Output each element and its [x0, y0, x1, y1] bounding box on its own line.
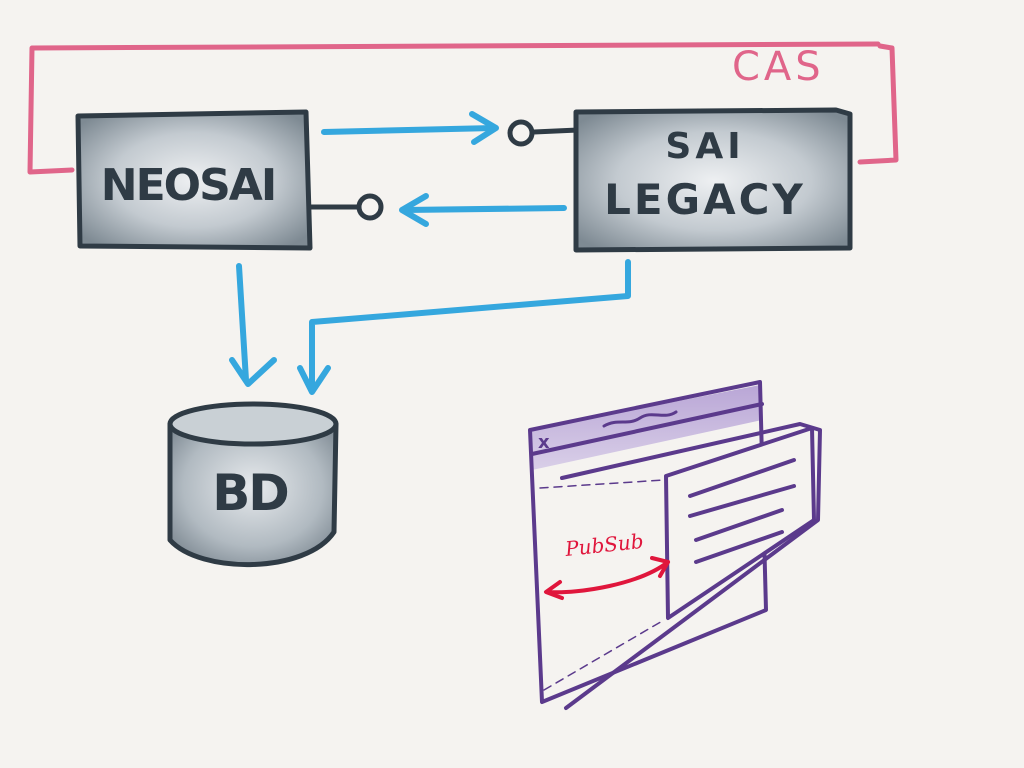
interface-sai-legacy — [507, 119, 579, 147]
cas-connector — [27, 41, 899, 175]
pubsub-arrow — [544, 556, 670, 600]
bd-label: BD — [212, 464, 288, 522]
browser-window-sketch — [528, 380, 822, 710]
arrow-neosai-to-legacy — [321, 125, 497, 135]
sai-legacy-label-line1: SAI — [665, 126, 744, 167]
pubsub-label: PubSub — [563, 529, 645, 561]
interface-neosai — [310, 193, 384, 221]
arrow-legacy-to-bd — [309, 259, 631, 393]
browser-close-icon: x — [538, 432, 550, 453]
arrows — [229, 111, 631, 395]
cas-label: CAS — [732, 44, 825, 90]
neosai-label: NEOSAI — [101, 160, 275, 211]
arrow-legacy-to-neosai — [401, 205, 567, 213]
bd-node: BD — [167, 401, 339, 568]
neosai-node: NEOSAI — [75, 109, 313, 251]
sai-legacy-node: SAI LEGACY — [573, 107, 853, 253]
sai-legacy-label-line2: LEGACY — [604, 175, 806, 224]
arrow-neosai-to-bd — [236, 263, 249, 383]
